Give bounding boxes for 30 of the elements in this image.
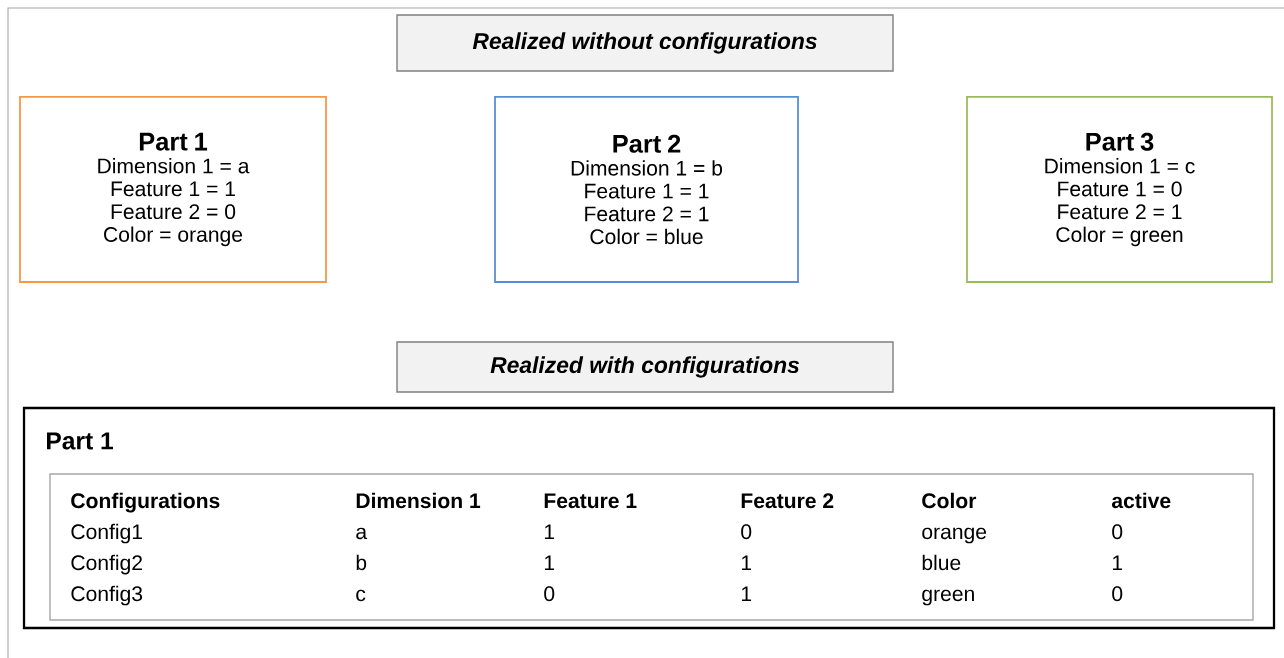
table-header: Feature 2	[741, 493, 834, 509]
table-cell: blue	[922, 554, 961, 571]
part-box: Part 2 Dimension 1 = b Feature 1 = 1 Feature 2 = 1 Color = blue	[494, 96, 799, 283]
part-box: Part 1 Dimension 1 = a Feature 1 = 1 Feature 2 = 0 Color = orange	[19, 96, 327, 283]
table-cell: a	[356, 527, 368, 540]
table-cell: Config1	[71, 523, 142, 544]
table-header: Configurations	[71, 492, 220, 513]
table-cell: orange	[922, 527, 987, 544]
table-cell: 0	[1112, 524, 1123, 540]
table-cell: 1	[741, 555, 752, 570]
table-cell: 1	[1112, 555, 1123, 570]
table-cell: c	[356, 589, 366, 602]
table-cell: 1	[544, 555, 555, 570]
table-cell: 0	[741, 524, 752, 540]
title-box: Realized with configurations	[396, 341, 894, 393]
table-cell: 0	[544, 586, 555, 602]
table-cell: b	[356, 554, 367, 571]
table-cell: 1	[741, 586, 752, 601]
table-header: Feature 1	[544, 493, 637, 509]
table-cell: 1	[544, 524, 555, 539]
part-box: Part 3 Dimension 1 = c Feature 1 = 0 Feature 2 = 1 Color = green	[966, 96, 1273, 283]
table-box	[49, 473, 1254, 621]
table-header: active	[1111, 492, 1171, 509]
title-box: Realized without configurations	[396, 14, 894, 72]
table-header: Dimension 1	[356, 492, 481, 509]
table-cell: green	[922, 589, 974, 606]
table-cell: Config3	[71, 585, 143, 606]
table-cell: 0	[1112, 586, 1123, 602]
table-header: Color	[922, 492, 977, 509]
table-cell: Config2	[71, 554, 142, 575]
